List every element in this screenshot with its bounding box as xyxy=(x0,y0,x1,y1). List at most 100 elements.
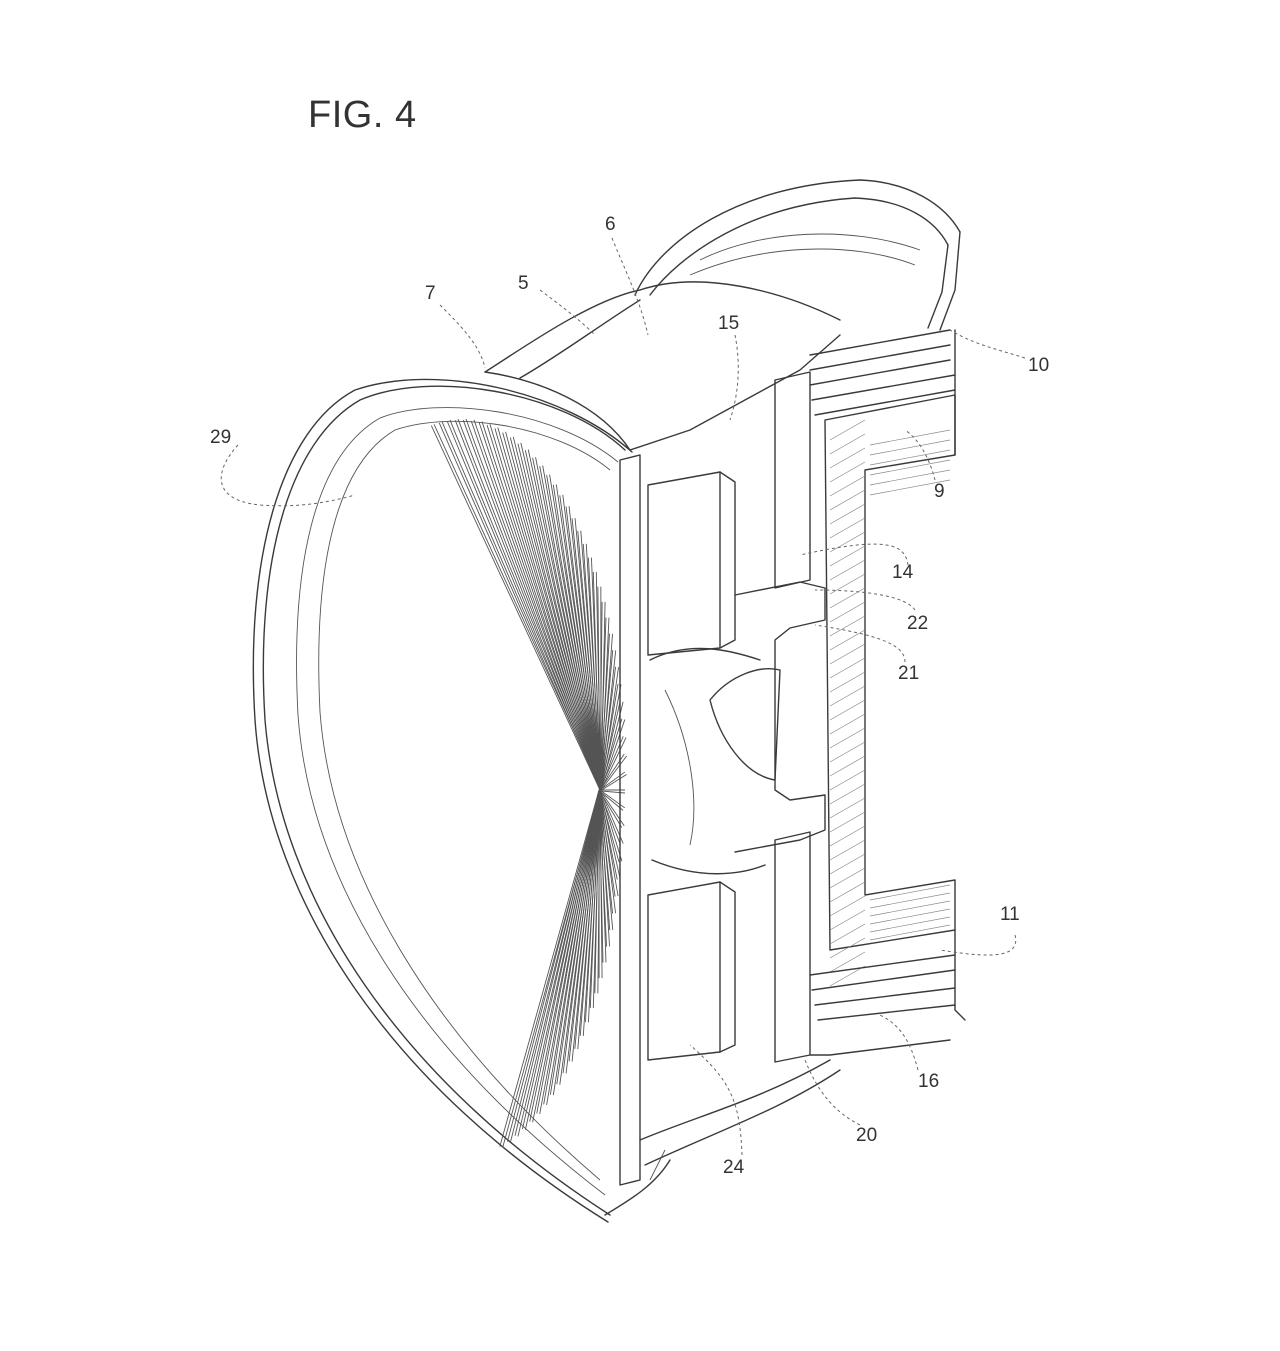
hatch-line xyxy=(829,965,866,987)
hatch-line xyxy=(829,881,866,903)
fin-edge xyxy=(599,617,607,791)
fin-edge xyxy=(502,789,601,1148)
ref-label-10: 10 xyxy=(1028,355,1049,376)
fin-edge xyxy=(587,557,601,791)
fin-edge xyxy=(559,495,601,791)
hatch-line xyxy=(869,908,951,925)
fin-edge xyxy=(446,420,601,791)
fin-edge xyxy=(559,789,601,1085)
hatch-line xyxy=(829,671,866,693)
upper-body xyxy=(484,179,961,451)
fin-edge xyxy=(599,789,610,947)
fin-edge xyxy=(599,718,623,791)
hatch-line xyxy=(869,439,951,456)
fin-edge xyxy=(546,475,601,791)
hatch-line xyxy=(829,741,866,763)
fin-edge xyxy=(600,755,628,791)
hatch-line xyxy=(829,587,866,609)
hatch-line xyxy=(869,924,951,941)
ref-label-20: 15 xyxy=(718,313,739,334)
ref-label-14: 16 xyxy=(918,1071,939,1092)
lower-flange xyxy=(604,1059,841,1216)
fin-edge xyxy=(524,450,601,791)
fin-edge xyxy=(552,484,601,791)
fin-edge xyxy=(499,789,600,1147)
fin-edge xyxy=(430,425,601,791)
hatch-line xyxy=(829,937,866,959)
ref-label-6: 6 xyxy=(605,214,616,235)
fin-edge xyxy=(599,650,614,791)
fin-edge xyxy=(552,789,601,1096)
hatch-line xyxy=(869,429,951,446)
hatch-line xyxy=(829,433,866,455)
fin-edge xyxy=(599,601,603,791)
fin-edge xyxy=(577,789,601,1050)
ref-label-5: 5 xyxy=(518,273,529,294)
hatch-line xyxy=(829,895,866,917)
hatch-line xyxy=(829,755,866,777)
hatch-line xyxy=(829,601,866,623)
fin-edge xyxy=(462,419,601,791)
fin-edge xyxy=(592,789,601,1009)
ref-label-29: 29 xyxy=(210,427,231,448)
fin-edge xyxy=(597,586,601,791)
fin-edge xyxy=(599,790,624,811)
hatch-line xyxy=(829,727,866,749)
horn-shell xyxy=(252,378,633,1223)
reference-numerals: 6 5 7 15 10 29 9 14 22 21 11 16 20 24 xyxy=(210,214,1049,1178)
hatch-line xyxy=(869,469,951,486)
hatch-line xyxy=(869,884,951,901)
hatch-line xyxy=(829,615,866,637)
fin-edge xyxy=(587,789,601,1023)
hatch-line xyxy=(829,573,866,595)
fin-edge xyxy=(577,530,601,791)
hatch-line xyxy=(829,489,866,511)
fin-edge xyxy=(599,789,623,862)
hatch-line xyxy=(829,797,866,819)
fin-edge xyxy=(494,428,601,791)
fin-edge xyxy=(502,432,601,791)
ref-label-21: 21 xyxy=(898,663,919,684)
fin-edge xyxy=(524,789,601,1130)
hatch-line xyxy=(869,916,951,933)
hatch-line xyxy=(869,449,951,466)
hatch-line xyxy=(829,657,866,679)
ref-label-11: 11 xyxy=(1000,904,1020,925)
fin-edge xyxy=(600,774,627,792)
hatch-line xyxy=(829,643,866,665)
hatch-line xyxy=(829,923,866,945)
hatch-line xyxy=(829,713,866,735)
fin-edge xyxy=(582,789,601,1037)
fin-edge xyxy=(517,789,601,1137)
upper-ring-stack xyxy=(809,329,956,456)
fin-edge xyxy=(599,683,619,791)
hatch-line xyxy=(829,629,866,651)
figure-title: FIG. 4 xyxy=(308,94,417,136)
fin-edge xyxy=(599,633,610,791)
fin-edge xyxy=(599,789,617,914)
fin-edge xyxy=(546,789,601,1105)
fin-edge xyxy=(470,420,601,791)
fin-edge xyxy=(571,518,601,791)
fin-edge xyxy=(532,789,601,1123)
fin-edge xyxy=(599,789,603,979)
ref-label-24: 24 xyxy=(723,1157,745,1178)
hatch-line xyxy=(829,853,866,875)
fin-edge xyxy=(600,737,627,791)
fin-edge xyxy=(582,543,601,791)
hatch-line xyxy=(829,839,866,861)
fin-edge xyxy=(454,419,601,791)
fin-edge xyxy=(478,422,601,791)
hatch-line xyxy=(869,459,951,476)
hatch-line xyxy=(829,503,866,525)
inner-assembly xyxy=(619,371,966,1186)
hatch-line xyxy=(829,699,866,721)
fin-edge xyxy=(509,437,601,791)
hatch-line xyxy=(829,867,866,889)
hatch-line xyxy=(829,811,866,833)
ref-label-16: 14 xyxy=(892,562,914,583)
fin-edge xyxy=(599,666,617,791)
hatch-line xyxy=(829,517,866,539)
hatch-line xyxy=(829,545,866,567)
